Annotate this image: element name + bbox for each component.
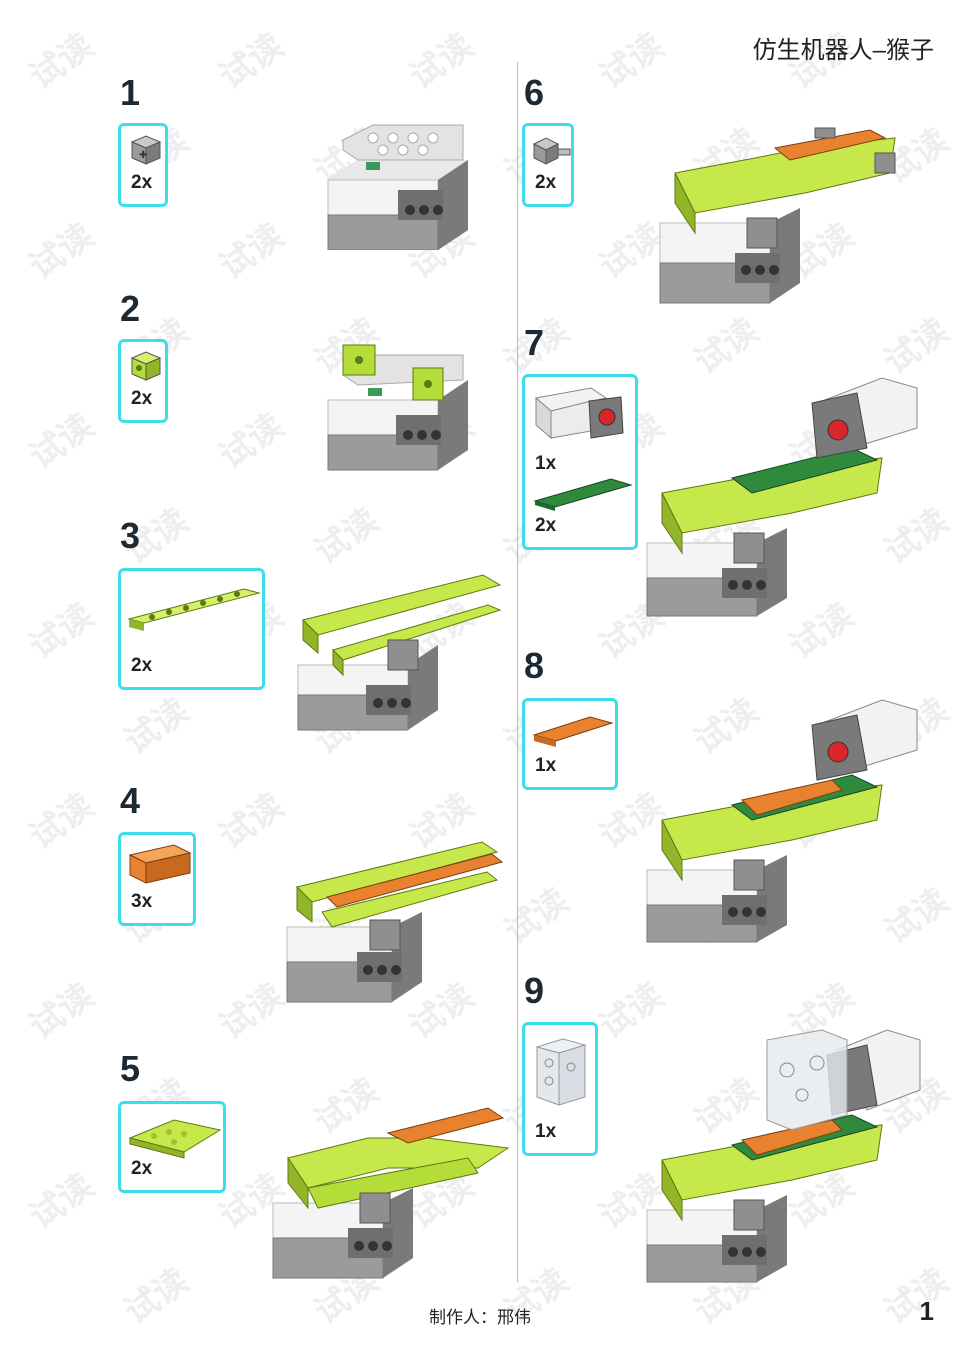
step-8-parts-callout: 1x — [522, 698, 618, 790]
watermark-text: 试读 — [212, 406, 291, 478]
step-3-quantity: 2x — [131, 655, 153, 676]
watermark-text: 试读 — [22, 596, 101, 668]
dark-green-plate-icon — [533, 478, 633, 511]
watermark-text: 试读 — [22, 1166, 101, 1238]
grey-brick-with-pin-icon — [532, 137, 571, 165]
step-2-quantity: 2x — [131, 388, 153, 409]
lime-technic-brick-icon — [130, 351, 162, 381]
step-8-number: 8 — [524, 645, 545, 686]
watermark-text: 试读 — [22, 976, 101, 1048]
step-5-model-illustration — [272, 1107, 510, 1279]
watermark-text: 试读 — [22, 216, 101, 288]
step-1-quantity: 2x — [131, 172, 153, 193]
watermark-text: 试读 — [402, 26, 481, 98]
page-title: 仿生机器人–猴子 — [752, 37, 934, 64]
orange-plate-icon — [532, 716, 614, 747]
step-9-number: 9 — [524, 970, 545, 1011]
step-7-motor-quantity: 1x — [535, 453, 557, 474]
step-6-parts-callout: 2x — [522, 123, 574, 207]
step-7-model-illustration — [646, 377, 918, 617]
step-5-number: 5 — [120, 1048, 141, 1089]
watermark-text: 试读 — [212, 216, 291, 288]
step-6-quantity: 2x — [535, 172, 557, 193]
step-1-model-illustration — [327, 124, 468, 250]
step-7-parts-callout: 1x 2x — [522, 374, 638, 550]
step-9-model-illustration — [646, 1029, 921, 1283]
step-4-model-illustration — [286, 841, 504, 1003]
step-3-model-illustration — [297, 574, 502, 731]
watermark-text: 试读 — [212, 26, 291, 98]
step-2-parts-callout: 2x — [118, 339, 168, 423]
step-1-number: 1 — [120, 72, 141, 113]
step-5-quantity: 2x — [131, 1158, 153, 1179]
step-9-parts-callout: 1x — [522, 1022, 598, 1156]
step-6-model-illustration — [659, 127, 896, 304]
watermark-text: 试读 — [22, 406, 101, 478]
lime-wedge-plate-icon — [128, 1119, 222, 1159]
grey-technic-brick-icon: ✚ — [130, 135, 162, 165]
watermark-text: 试读 — [212, 786, 291, 858]
step-8-quantity: 1x — [535, 755, 557, 776]
step-4-number: 4 — [120, 780, 141, 821]
step-4-quantity: 3x — [131, 891, 153, 912]
step-1-parts-callout: ✚ 2x — [118, 123, 168, 207]
orange-brick-icon — [128, 844, 192, 884]
medium-motor-icon — [534, 387, 624, 440]
watermark-text: 试读 — [307, 501, 386, 573]
watermark-text: 试读 — [117, 691, 196, 763]
watermark-text: 试读 — [592, 26, 671, 98]
watermark-text: 试读 — [22, 26, 101, 98]
page-number: 1 — [919, 1296, 934, 1326]
lime-technic-beam-icon — [127, 588, 261, 631]
step-5-parts-callout: 2x — [118, 1101, 226, 1193]
watermark-text: 试读 — [22, 786, 101, 858]
step-3-number: 3 — [120, 515, 141, 556]
step-7-plate-quantity: 2x — [535, 515, 557, 536]
step-7-number: 7 — [524, 322, 545, 363]
step-2-number: 2 — [120, 288, 141, 329]
step-3-parts-callout: 2x — [118, 568, 265, 690]
transparent-brick-icon — [535, 1038, 587, 1106]
step-4-parts-callout: 3x — [118, 832, 196, 926]
step-9-quantity: 1x — [535, 1121, 557, 1142]
svg-text:✚: ✚ — [139, 150, 147, 161]
watermark-text: 试读 — [497, 881, 576, 953]
step-2-model-illustration — [327, 344, 468, 471]
column-divider — [517, 62, 518, 1282]
step-6-number: 6 — [524, 72, 545, 113]
watermark-text: 试读 — [212, 976, 291, 1048]
step-8-model-illustration — [646, 699, 918, 943]
footer-maker: 制作人：邢伟 — [429, 1308, 531, 1327]
